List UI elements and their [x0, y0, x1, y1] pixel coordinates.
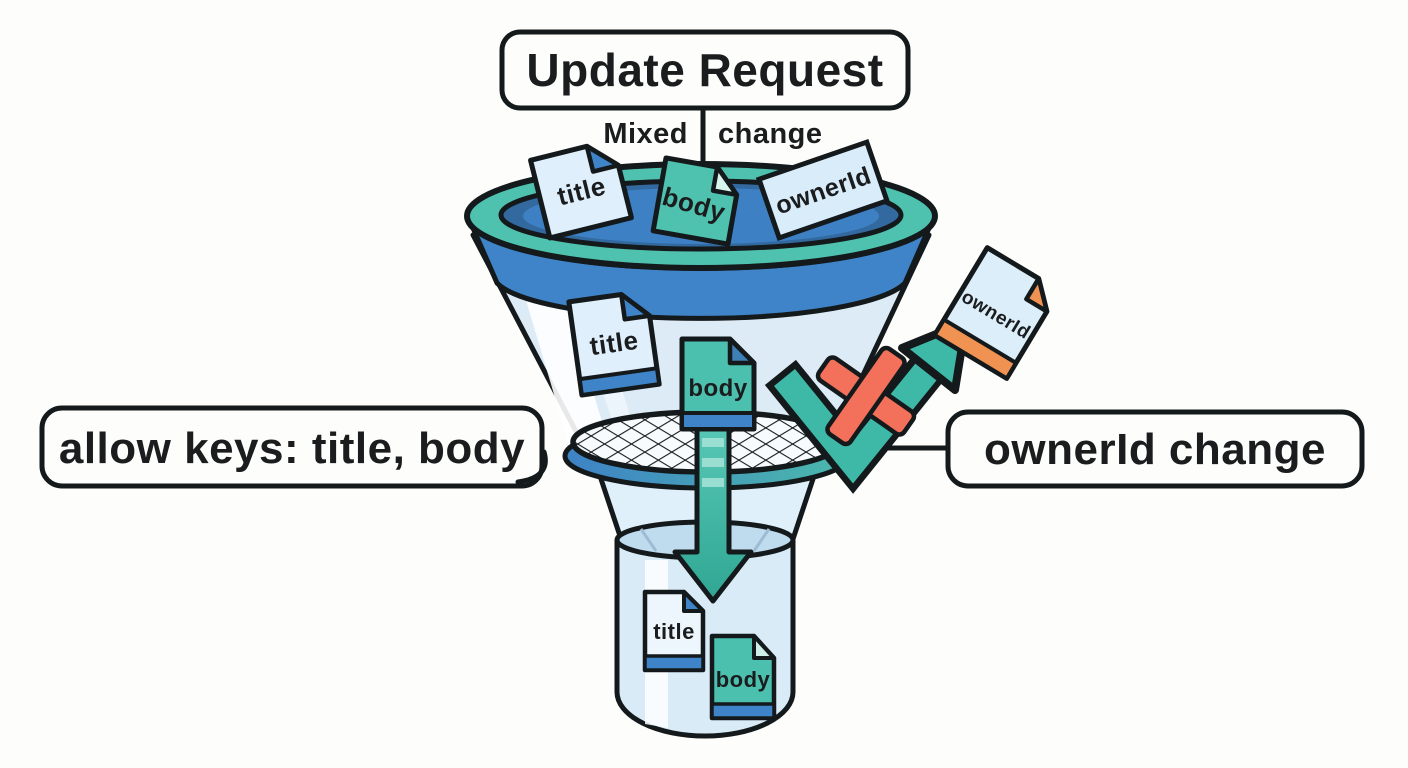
stream-label-mixed: Mixed	[603, 118, 688, 150]
doc-footer-band	[931, 316, 1019, 382]
doc-footer-band	[577, 366, 662, 398]
output-doc-title: title	[642, 589, 706, 673]
incoming-doc-body: body	[650, 155, 740, 247]
rejected-box: ownerId change	[945, 409, 1365, 489]
incoming-doc-ownerid: ownerId	[755, 138, 891, 242]
update-request-label: Update Request	[526, 44, 883, 96]
doc-footer-band	[643, 654, 705, 672]
rejected-doc-ownerid: ownerId	[931, 245, 1050, 382]
rejected-label: ownerId change	[984, 425, 1326, 474]
arrow-shaft-dashes	[702, 438, 724, 487]
doc-fold-icon	[682, 590, 705, 613]
funnel-doc-body: body	[679, 336, 757, 432]
doc-fold-icon	[1024, 276, 1050, 314]
doc-fold-icon	[710, 164, 739, 198]
doc-label: body	[688, 375, 747, 402]
rejected-frame	[945, 409, 1365, 489]
glass-highlight-stripe	[517, 270, 610, 448]
allow-keys-tail	[515, 449, 548, 485]
doc-label: title	[653, 619, 695, 644]
funnel-tip-through-glass	[639, 528, 771, 552]
funnel-doc-title: title	[566, 292, 662, 398]
allow-keys-box: allow keys: title, body	[39, 405, 548, 489]
pass-through-arrow	[672, 421, 754, 604]
doc-fold-icon	[752, 634, 776, 660]
output-doc-body: body	[709, 633, 777, 721]
incoming-doc-title: title	[528, 143, 634, 241]
doc-footer-band	[680, 411, 756, 431]
allow-keys-label: allow keys: title, body	[59, 424, 525, 473]
update-request-box: Update Request	[499, 29, 911, 111]
doc-fold-icon	[727, 336, 757, 366]
reject-arrow-shaft	[774, 343, 953, 484]
update-request-frame	[499, 29, 911, 111]
x-bar-2	[825, 345, 907, 447]
doc-fold-icon	[619, 292, 652, 322]
stream-label-change: change	[718, 118, 823, 150]
reject-x-icon	[815, 345, 917, 447]
doc-label: body	[716, 667, 771, 692]
doc-label: title	[588, 325, 640, 361]
doc-sheet	[755, 138, 891, 242]
doc-footer-band	[710, 702, 776, 720]
down-arrow-icon	[672, 421, 754, 604]
allow-keys-frame	[39, 405, 545, 489]
doc-fold-icon	[584, 144, 621, 174]
